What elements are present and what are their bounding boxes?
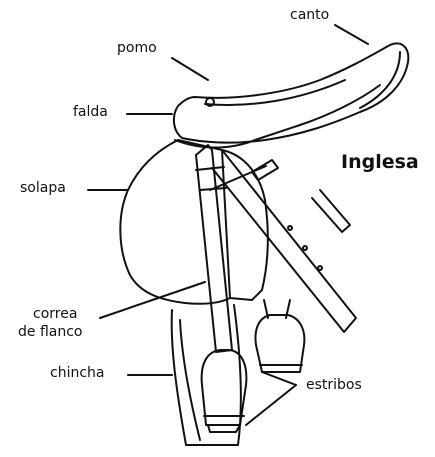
strap-hole-2 — [303, 246, 307, 250]
leader-estribos-2 — [246, 385, 296, 425]
back-stirrup — [256, 315, 305, 372]
label-falda: falda — [73, 104, 108, 120]
label-correa-line1: correa — [33, 306, 77, 322]
label-solapa: solapa — [20, 180, 66, 196]
label-canto: canto — [290, 7, 329, 23]
leader-estribos-1 — [262, 372, 296, 385]
rear-strap — [312, 190, 350, 232]
label-estribos: estribos — [306, 377, 362, 393]
label-chincha: chincha — [50, 365, 104, 381]
label-correa-line2: de flanco — [18, 324, 82, 340]
saddle-cantle-rim — [360, 52, 400, 108]
leader-canto — [335, 25, 368, 44]
strap-hole-3 — [318, 266, 322, 270]
diagram-title: Inglesa — [341, 151, 419, 173]
strap-hole-1 — [288, 226, 292, 230]
label-pomo: pomo — [117, 40, 157, 56]
leader-correa — [100, 282, 205, 318]
leader-pomo — [172, 58, 208, 80]
